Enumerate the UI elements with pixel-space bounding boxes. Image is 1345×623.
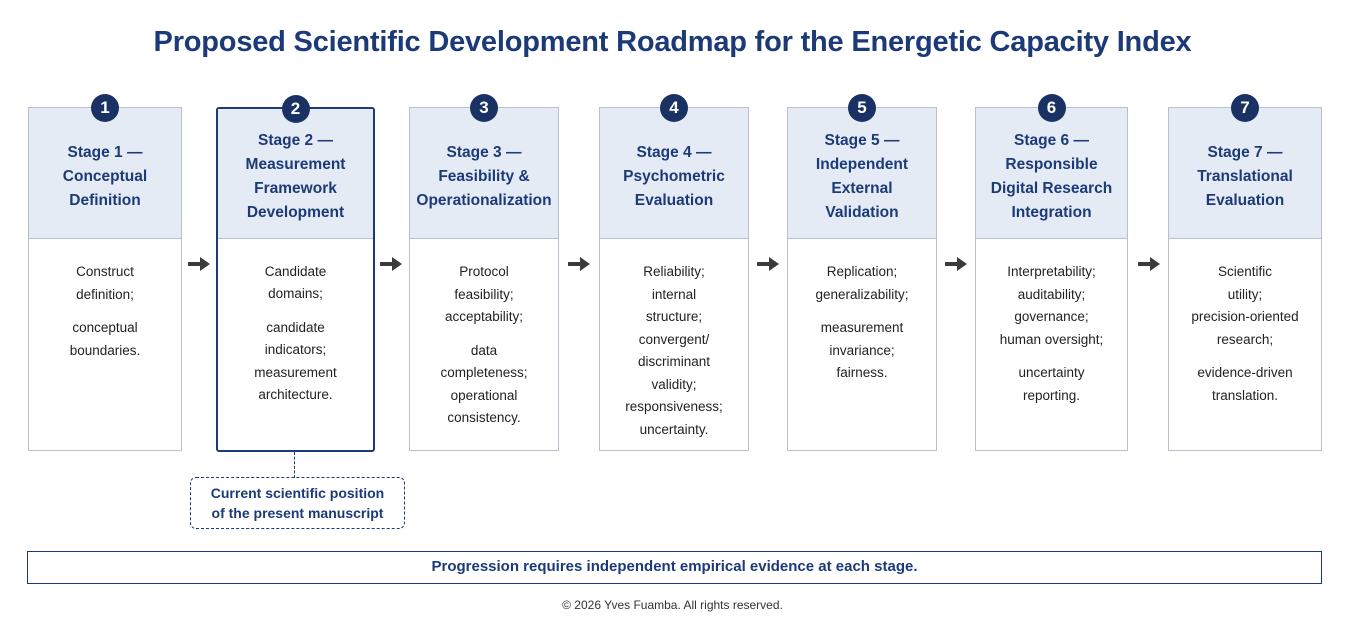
stage-6-heading: Stage 6 — Responsible Digital Research I… xyxy=(976,108,1127,239)
stage-2-item: Candidate domains; xyxy=(264,263,327,302)
stage-7-badge: 7 xyxy=(1231,94,1259,122)
stage-4-badge: 4 xyxy=(660,94,688,122)
current-position-callout: Current scientific position of the prese… xyxy=(190,477,405,529)
stage-3-heading: Stage 3 — Feasibility & Operationalizati… xyxy=(410,108,558,239)
stage-4-card: 4 Stage 4 — Psychometric Evaluation Reli… xyxy=(599,94,749,451)
stage-6-content: Interpretability; auditability; governan… xyxy=(976,239,1127,407)
stage-7-item: Scientific utility; precision-oriented r… xyxy=(1191,264,1299,347)
stage-5-content: Replication; generalizability; measureme… xyxy=(788,239,936,385)
stage-3-content: Protocol feasibility; acceptability; dat… xyxy=(410,239,558,430)
arrow-right-icon xyxy=(380,257,402,271)
stage-1-content: Construct definition; conceptual boundar… xyxy=(29,239,181,362)
stage-5-card: 5 Stage 5 — Independent External Validat… xyxy=(787,94,937,451)
stage-3-card: 3 Stage 3 — Feasibility & Operationaliza… xyxy=(409,94,559,451)
stage-6-item: Interpretability; auditability; governan… xyxy=(999,264,1104,347)
stage-5-item: measurement invariance; fairness. xyxy=(820,320,904,380)
stage-3-item: data completeness; operational consisten… xyxy=(440,342,528,426)
copyright-footer: © 2026 Yves Fuamba. All rights reserved. xyxy=(562,598,783,612)
stage-3-item: Protocol feasibility; acceptability; xyxy=(444,264,524,324)
stage-1-item: conceptual boundaries. xyxy=(69,320,141,358)
diagram-title: Proposed Scientific Development Roadmap … xyxy=(153,26,1192,58)
stage-2-card: 2 Stage 2 — Measurement Framework Develo… xyxy=(216,95,375,452)
stage-1-heading: Stage 1 — Conceptual Definition xyxy=(29,108,181,239)
stage-4-heading: Stage 4 — Psychometric Evaluation xyxy=(600,108,748,239)
stage-7-item: evidence-driven translation. xyxy=(1197,365,1293,403)
progression-banner: Progression requires independent empiric… xyxy=(27,551,1322,584)
stage-5-item: Replication; generalizability; xyxy=(815,264,909,302)
stage-1-card: 1 Stage 1 — Conceptual Definition Constr… xyxy=(28,94,182,451)
arrow-right-icon xyxy=(757,257,779,271)
callout-connector xyxy=(294,452,295,478)
stage-4-item: Reliability; internal structure; converg… xyxy=(625,264,723,437)
stage-2-badge: 2 xyxy=(281,95,310,123)
stage-2-content: Candidate domains; candidate indicators;… xyxy=(218,239,373,407)
stage-3-badge: 3 xyxy=(470,94,498,122)
stage-2-item: candidate indicators; measurement archit… xyxy=(254,319,337,403)
stage-1-badge: 1 xyxy=(91,94,119,122)
arrow-right-icon xyxy=(188,257,210,271)
stage-7-heading: Stage 7 — Translational Evaluation xyxy=(1169,108,1321,239)
arrow-right-icon xyxy=(568,257,590,271)
arrow-right-icon xyxy=(1138,257,1160,271)
stage-7-content: Scientific utility; precision-oriented r… xyxy=(1169,239,1321,407)
stage-6-card: 6 Stage 6 — Responsible Digital Research… xyxy=(975,94,1128,451)
stage-6-item: uncertainty reporting. xyxy=(1018,365,1085,403)
stage-5-heading: Stage 5 — Independent External Validatio… xyxy=(788,108,936,239)
stage-7-card: 7 Stage 7 — Translational Evaluation Sci… xyxy=(1168,94,1322,451)
stage-1-item: Construct definition; xyxy=(76,264,134,302)
stage-2-heading: Stage 2 — Measurement Framework Developm… xyxy=(218,109,373,239)
arrow-right-icon xyxy=(945,257,967,271)
stage-6-badge: 6 xyxy=(1037,94,1066,122)
stage-4-content: Reliability; internal structure; converg… xyxy=(600,239,748,441)
stage-5-badge: 5 xyxy=(848,94,876,122)
